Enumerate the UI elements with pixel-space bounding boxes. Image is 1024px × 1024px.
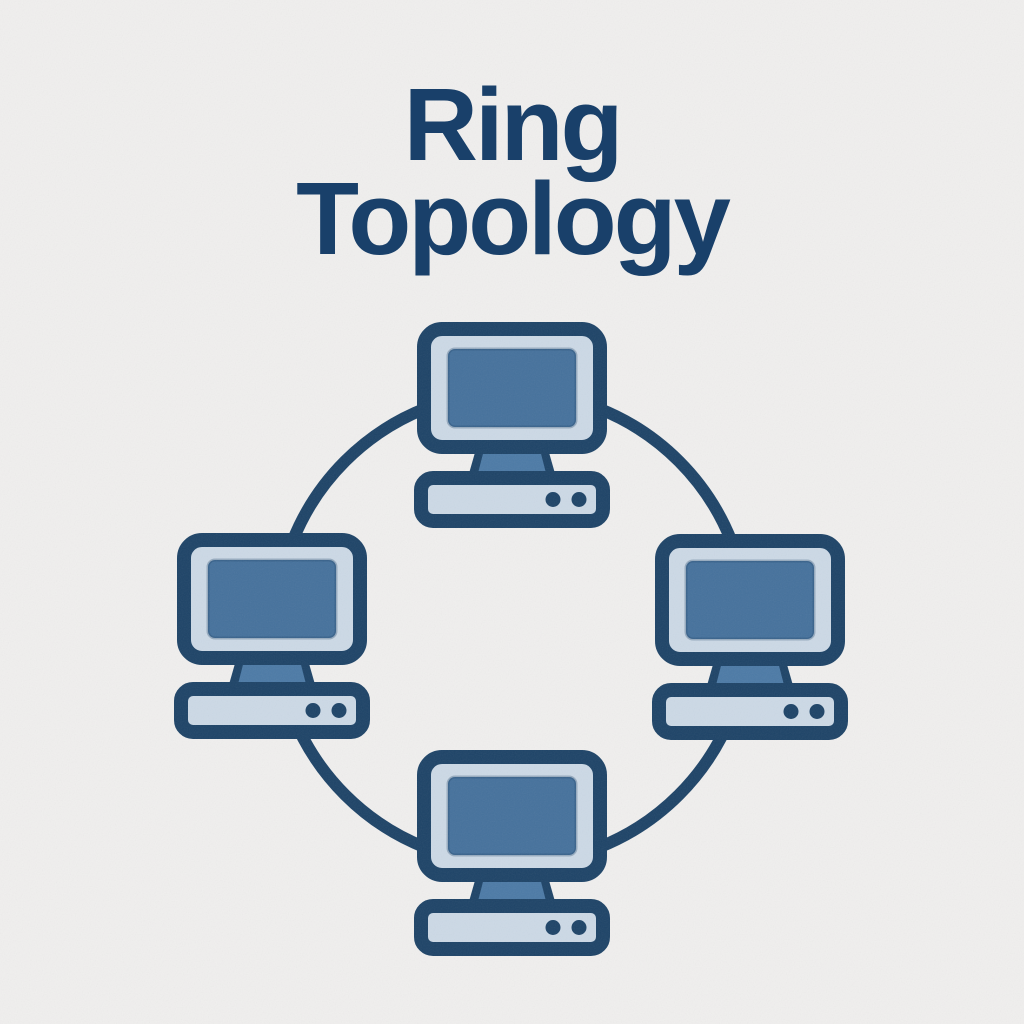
title-line-2: Topology [296, 161, 731, 276]
title-line-1: Ring [403, 67, 624, 182]
page-title: Ring Topology [0, 67, 1024, 276]
